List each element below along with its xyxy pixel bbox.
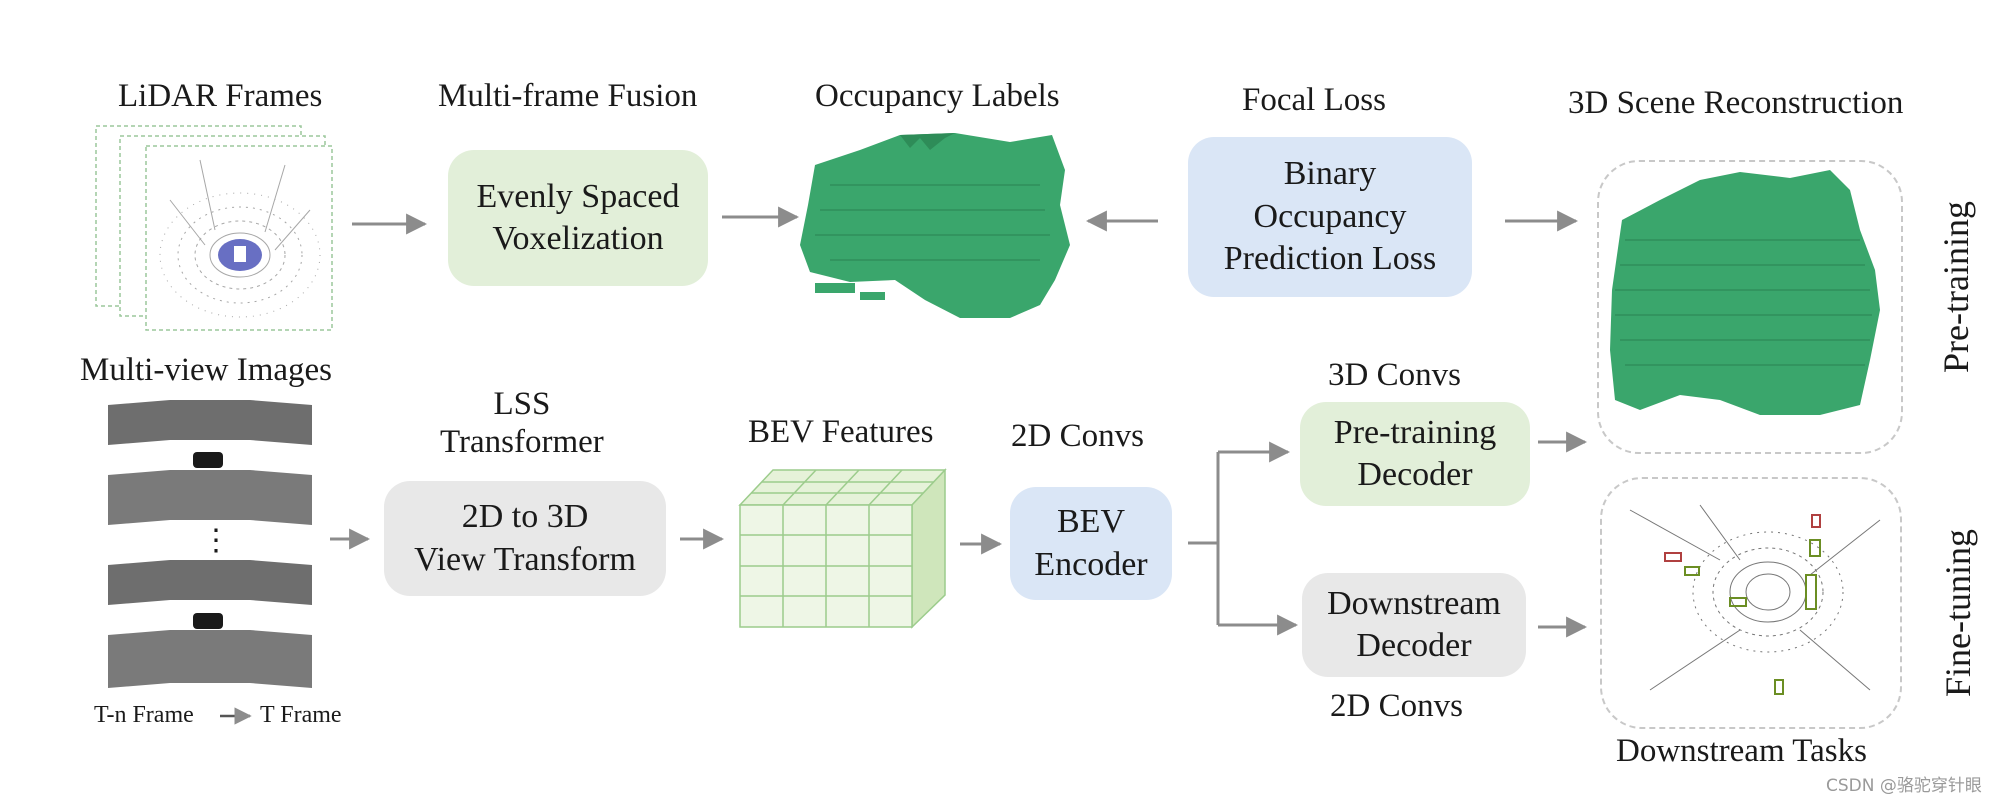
downstream-tasks-image xyxy=(1629,504,1881,695)
multi-frame-fusion-title: Multi-frame Fusion xyxy=(438,78,698,114)
view-transform-box: 2D to 3D View Transform xyxy=(384,481,666,596)
voxelization-box: Evenly Spaced Voxelization xyxy=(448,150,708,286)
bev-encoder-box: BEV Encoder xyxy=(1010,487,1172,600)
finetuning-side-label: Fine-tuning xyxy=(1938,529,1978,697)
multiview-images xyxy=(108,400,312,688)
frame-caption-right: T Frame xyxy=(260,702,342,728)
lidar-frames-title: LiDAR Frames xyxy=(118,78,323,114)
2d-convs-bottom-title: 2D Convs xyxy=(1330,688,1463,724)
multiview-images-title: Multi-view Images xyxy=(80,352,333,388)
occupancy-labels-title: Occupancy Labels xyxy=(815,78,1060,114)
downstream-tasks-title: Downstream Tasks xyxy=(1616,733,1867,769)
bev-features-cube xyxy=(738,468,947,629)
pretraining-decoder-box: Pre-training Decoder xyxy=(1300,402,1530,506)
reconstruction-panel xyxy=(1597,160,1903,454)
lss-transformer-title: LSS Transformer xyxy=(440,386,604,460)
watermark: CSDN @骆驼穿针眼 xyxy=(1826,776,1982,796)
multiview-ellipsis: ⋮ xyxy=(201,524,231,557)
downstream-tasks-panel xyxy=(1600,477,1902,729)
encoder-branch-arrows xyxy=(1188,441,1299,636)
scene-reconstruction-title: 3D Scene Reconstruction xyxy=(1568,85,1904,121)
lidar-frames-image xyxy=(95,125,333,331)
occupancy-labels-image xyxy=(800,133,1070,318)
downstream-decoder-box: Downstream Decoder xyxy=(1302,573,1526,677)
binary-occupancy-loss-box: Binary Occupancy Prediction Loss xyxy=(1188,137,1472,297)
reconstruction-image xyxy=(1610,170,1880,415)
3d-convs-title: 3D Convs xyxy=(1328,357,1461,393)
2d-convs-title: 2D Convs xyxy=(1011,418,1144,454)
focal-loss-title: Focal Loss xyxy=(1242,82,1386,118)
frame-caption-left: T-n Frame xyxy=(94,702,194,728)
bev-features-title: BEV Features xyxy=(748,414,934,450)
pretraining-side-label: Pre-training xyxy=(1936,201,1976,373)
